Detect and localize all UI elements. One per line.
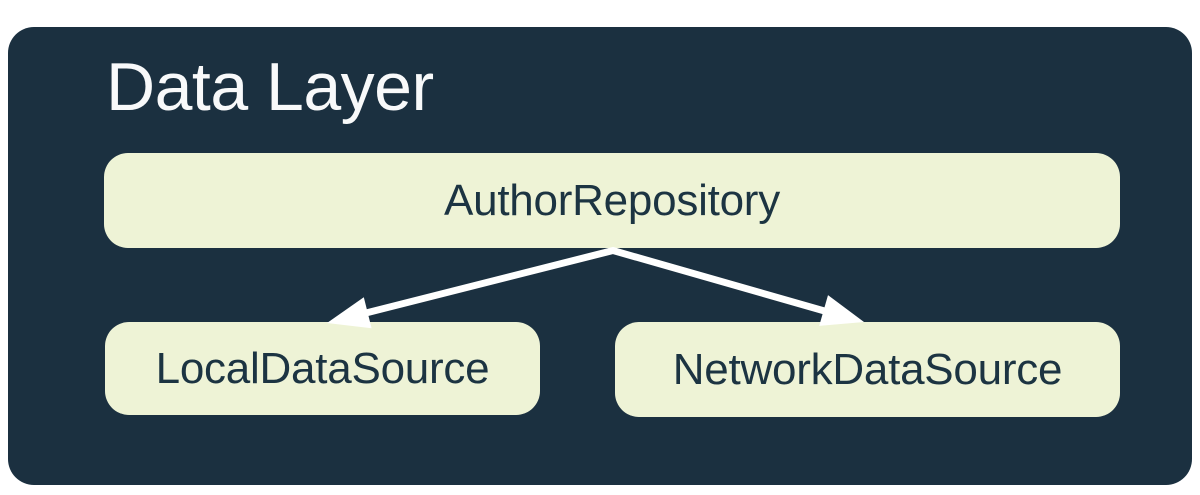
diagram-title: Data Layer bbox=[106, 49, 434, 125]
node-author-repository: AuthorRepository bbox=[104, 153, 1120, 248]
node-local-data-source: LocalDataSource bbox=[105, 322, 540, 415]
node-local-data-source-label: LocalDataSource bbox=[155, 343, 490, 393]
node-author-repository-label: AuthorRepository bbox=[444, 175, 780, 225]
node-network-data-source-label: NetworkDataSource bbox=[672, 344, 1063, 394]
node-network-data-source: NetworkDataSource bbox=[615, 322, 1120, 417]
